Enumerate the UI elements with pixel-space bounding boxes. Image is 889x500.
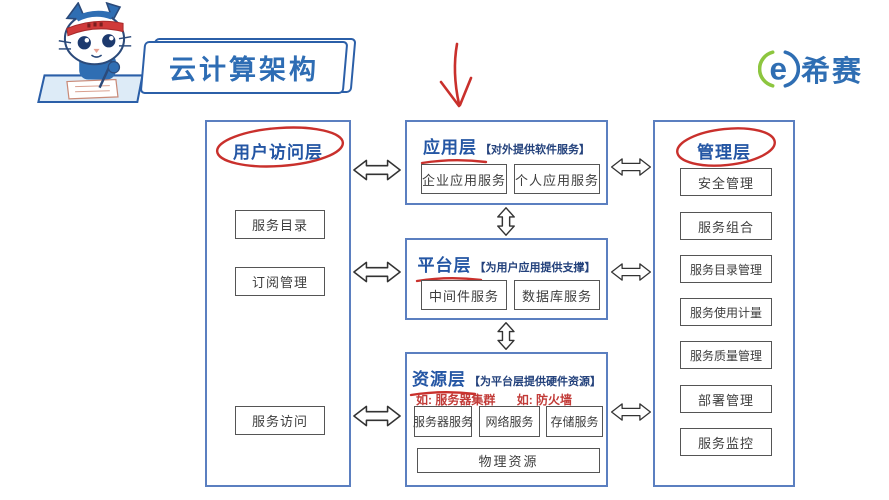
platform-layer-title: 平台层 bbox=[415, 251, 482, 283]
user-access-layer-box: 用户访问层 服务目录 订阅管理 服务访问 bbox=[205, 120, 351, 487]
brand-name: 希赛 bbox=[800, 56, 863, 88]
node-service-quality-management: 服务质量管理 bbox=[680, 341, 772, 369]
node-service-monitoring: 服务监控 bbox=[680, 428, 772, 456]
red-arrow-annotation bbox=[439, 42, 473, 108]
node-database-service: 数据库服务 bbox=[514, 280, 600, 310]
resource-layer-title: 资源层 bbox=[409, 365, 477, 397]
node-physical-resource: 物理资源 bbox=[417, 448, 600, 473]
double-arrow-horizontal-icon bbox=[610, 263, 652, 281]
page-title: 云计算架构 bbox=[169, 55, 319, 85]
node-enterprise-app-service: 企业应用服务 bbox=[421, 164, 507, 194]
brand-e-icon: e bbox=[757, 50, 800, 88]
double-arrow-horizontal-icon bbox=[610, 158, 652, 176]
node-service-catalog-management: 服务目录管理 bbox=[680, 255, 772, 283]
red-underline-annotation bbox=[409, 391, 477, 397]
node-service-access: 服务访问 bbox=[235, 406, 325, 435]
node-security-management: 安全管理 bbox=[680, 168, 772, 196]
platform-layer-header: 平台层 【为用户应用提供支撑】 bbox=[407, 251, 606, 283]
application-layer-box: 应用层 【对外提供软件服务】 企业应用服务 个人应用服务 bbox=[405, 120, 608, 205]
double-arrow-horizontal-icon bbox=[610, 403, 652, 421]
node-network-service: 网络服务 bbox=[479, 406, 540, 437]
application-layer-title: 应用层 bbox=[420, 133, 488, 165]
management-layer-box: 管理层 安全管理 服务组合 服务目录管理 服务使用计量 服务质量管理 部署管理 … bbox=[653, 120, 795, 487]
note-firewall: 如: 防火墙 bbox=[516, 393, 573, 407]
node-middleware-service: 中间件服务 bbox=[421, 280, 507, 310]
red-underline-annotation bbox=[420, 159, 488, 165]
node-subscription-management: 订阅管理 bbox=[235, 267, 325, 296]
node-storage-service: 存储服务 bbox=[546, 406, 603, 437]
node-service-usage-metering: 服务使用计量 bbox=[680, 298, 772, 326]
double-arrow-vertical-icon bbox=[497, 322, 515, 350]
resource-layer-header: 资源层 【为平台层提供硬件资源】 bbox=[407, 365, 606, 397]
brand-logo: e 希赛 bbox=[757, 48, 863, 90]
double-arrow-horizontal-icon bbox=[353, 405, 401, 427]
mascot-cat-illustration bbox=[37, 2, 144, 103]
double-arrow-horizontal-icon bbox=[353, 159, 401, 181]
node-server-service: 服务器服务 bbox=[413, 406, 473, 437]
platform-layer-subtitle: 【为用户应用提供支撑】 bbox=[474, 262, 596, 274]
node-deployment-management: 部署管理 bbox=[680, 385, 772, 413]
resource-layer-subtitle: 【为平台层提供硬件资源】 bbox=[469, 376, 601, 388]
note-server-cluster: 如: 服务器集群 bbox=[416, 393, 496, 407]
double-arrow-vertical-icon bbox=[497, 207, 515, 236]
application-layer-header: 应用层 【对外提供软件服务】 bbox=[407, 133, 606, 165]
platform-layer-box: 平台层 【为用户应用提供支撑】 中间件服务 数据库服务 bbox=[405, 238, 608, 320]
management-layer-title: 管理层 bbox=[697, 143, 751, 162]
resource-layer-box: 资源层 【为平台层提供硬件资源】 如: 服务器集群 如: 防火墙 服务器服务 网… bbox=[405, 352, 608, 487]
node-personal-app-service: 个人应用服务 bbox=[514, 164, 600, 194]
application-layer-subtitle: 【对外提供软件服务】 bbox=[480, 144, 590, 156]
resource-layer-notes: 如: 服务器集群 如: 防火墙 bbox=[416, 391, 572, 408]
node-service-composition: 服务组合 bbox=[680, 212, 772, 240]
user-access-layer-title: 用户访问层 bbox=[233, 143, 323, 162]
double-arrow-horizontal-icon bbox=[353, 261, 401, 283]
svg-text:e: e bbox=[770, 51, 788, 87]
node-service-catalog: 服务目录 bbox=[235, 210, 325, 239]
title-banner: 云计算架构 bbox=[139, 41, 349, 94]
